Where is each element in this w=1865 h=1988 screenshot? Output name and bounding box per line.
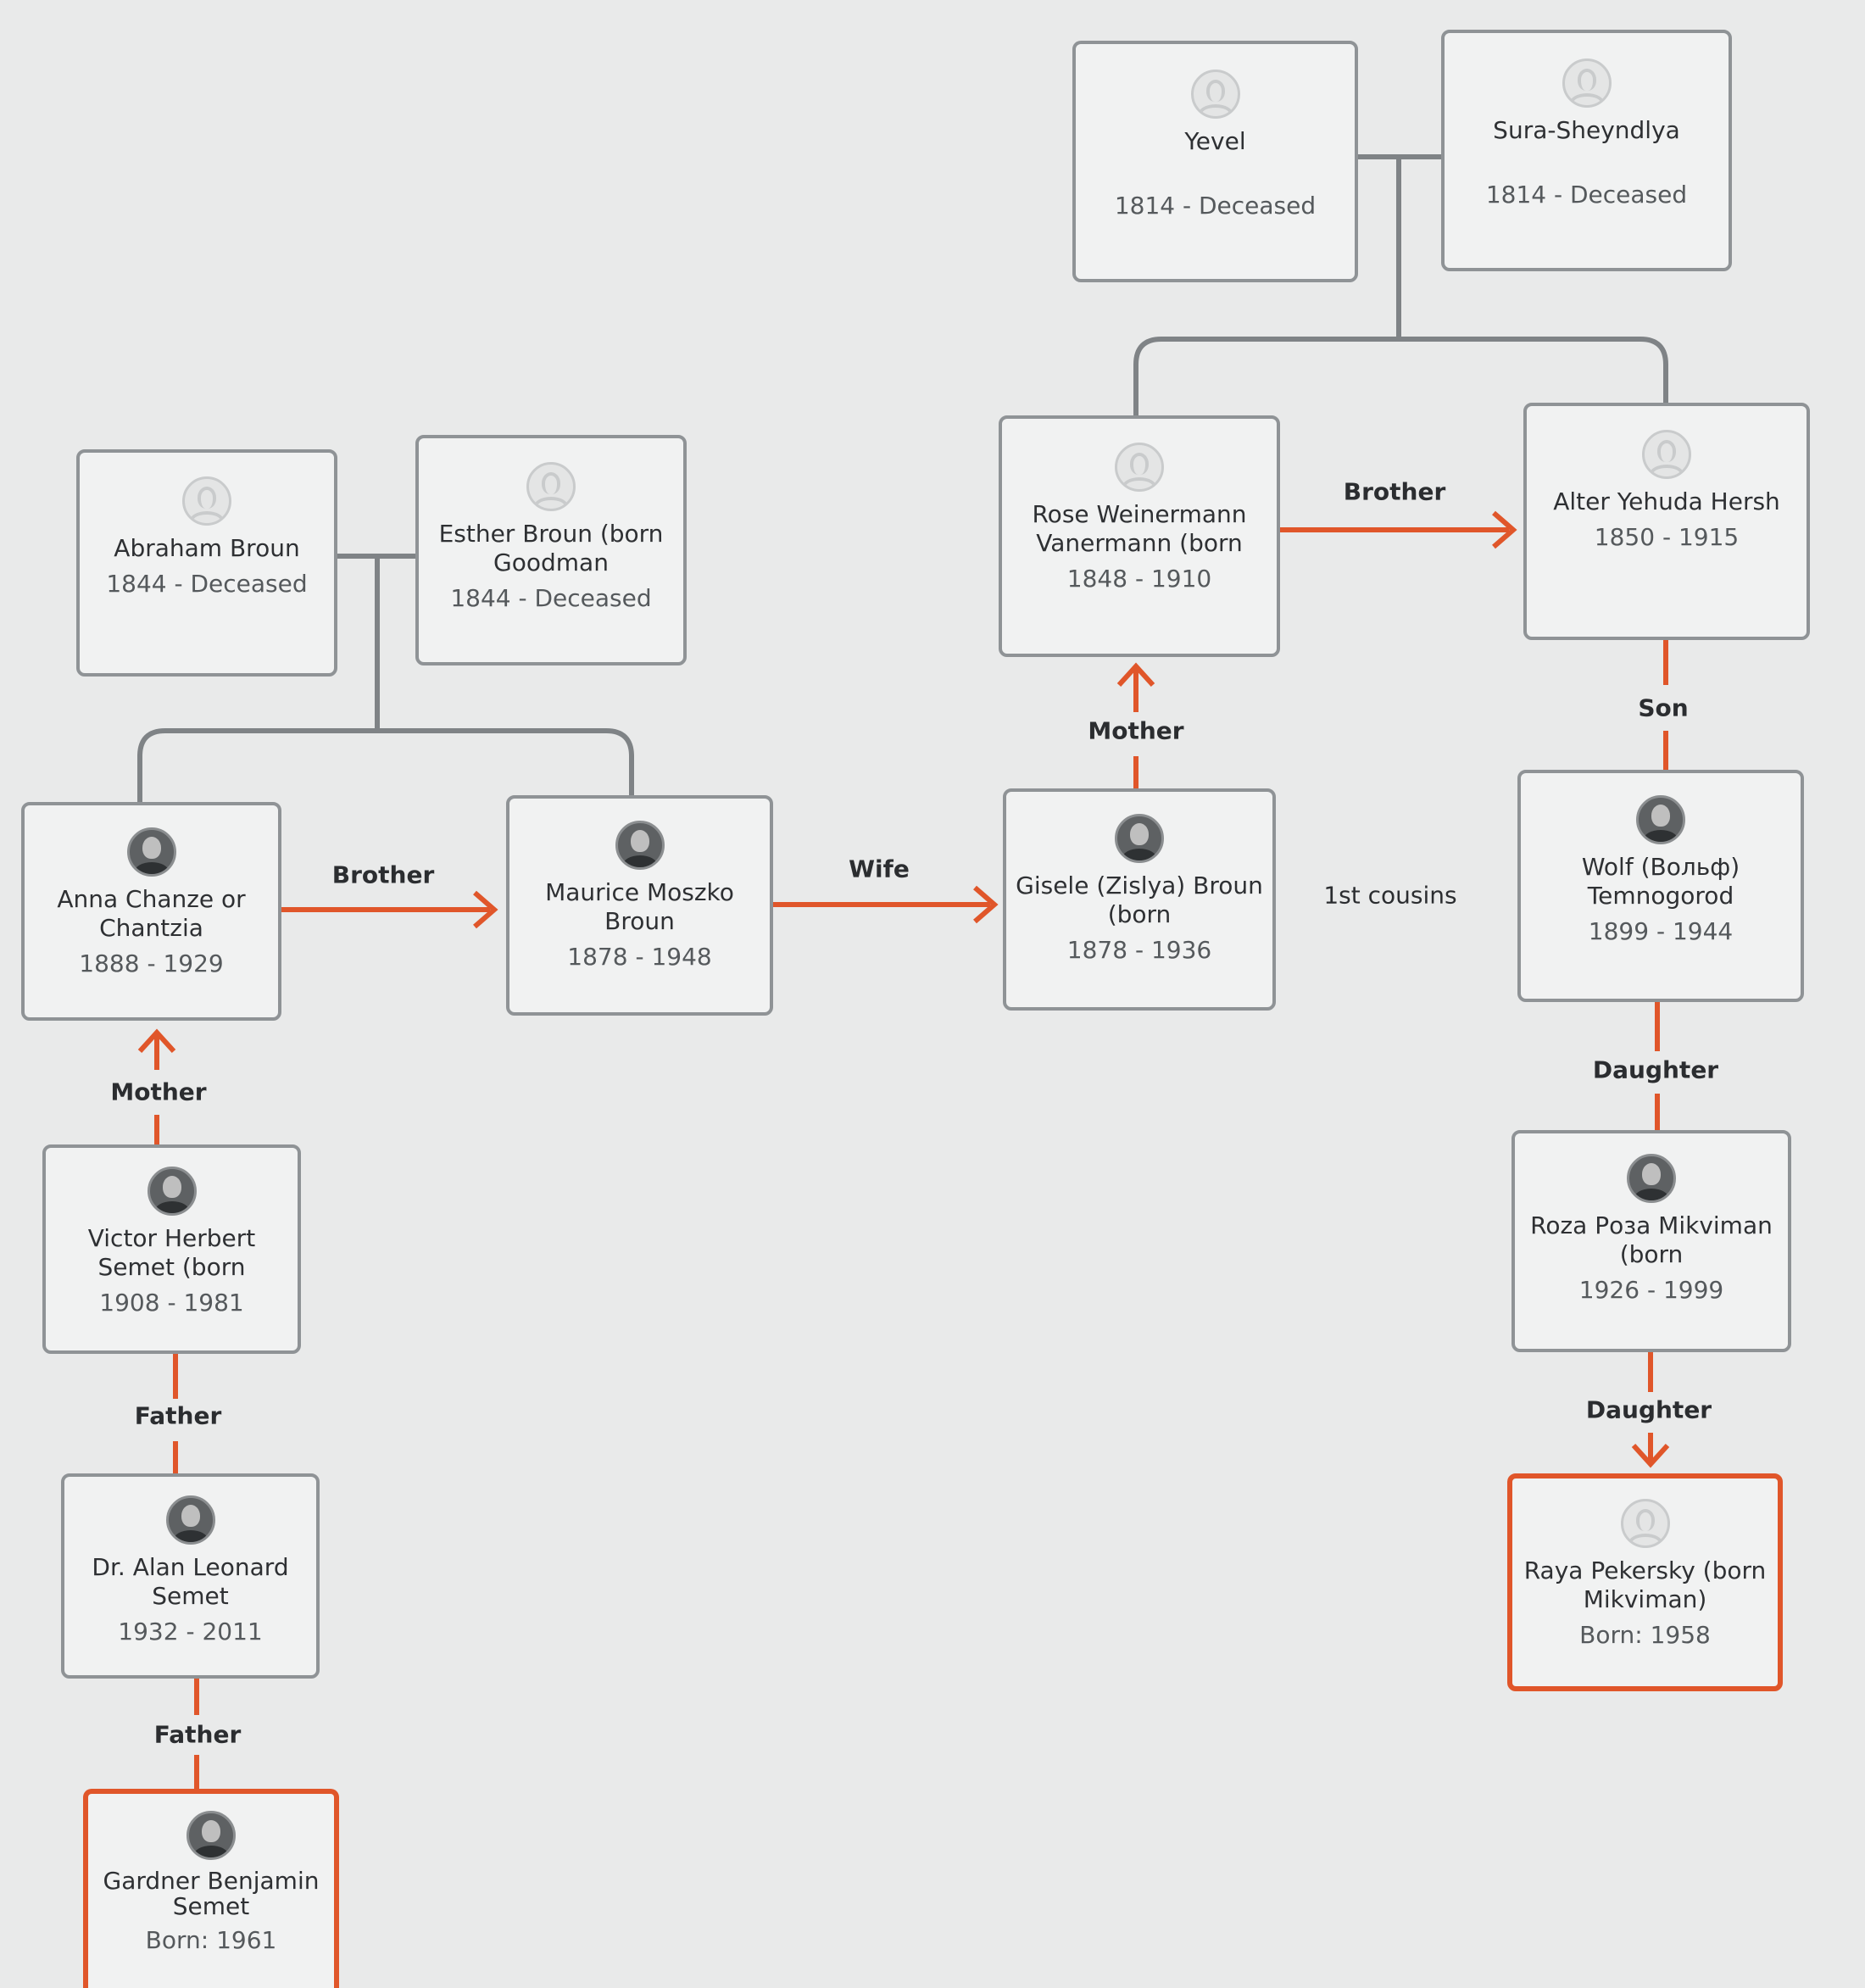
avatar-photo-icon [1115,814,1164,863]
person-dates: 1844 - Deceased [450,584,652,612]
avatar-photo-icon [1627,1154,1676,1203]
person-card-alan-leonard-semet[interactable]: Dr. Alan Leonard Semet 1932 - 2011 [61,1473,320,1679]
avatar-placeholder-icon [1562,58,1612,108]
family-connectors [137,154,1668,802]
avatar-photo-icon [615,821,665,870]
avatar-photo-icon [147,1167,197,1216]
person-dates: 1888 - 1929 [79,949,224,977]
person-name: Rose Weinermann Vanermann (born [1032,500,1247,557]
person-card-esther-broun[interactable]: Esther Broun (born Goodman 1844 - Deceas… [415,435,687,665]
sibling-bar-rose-alter [1133,337,1668,415]
person-name: Esther Broun (born Goodman [438,520,664,576]
avatar-placeholder-icon [1190,70,1240,119]
person-dates: Born: 1961 [145,1926,277,1954]
relation-label-daughter: Daughter [1585,1395,1712,1424]
person-name: Raya Pekersky (born Mikviman) [1523,1556,1767,1613]
rel-arrow-rose-alter [1492,510,1517,549]
person-dates: 1926 - 1999 [1578,1276,1724,1304]
person-card-sura-sheyndlya[interactable]: Sura-Sheyndlya 1814 - Deceased [1441,30,1732,271]
person-card-victor-herbert-semet[interactable]: Victor Herbert Semet (born 1908 - 1981 [42,1144,301,1354]
relation-label-brother: Brother [1343,477,1446,506]
person-card-maurice-moszko-broun[interactable]: Maurice Moszko Broun 1878 - 1948 [506,795,773,1016]
person-card-gardner-benjamin-semet[interactable]: Gardner Benjamin Semet Born: 1961 [83,1789,339,1988]
person-name: Roza Роза Mikviman (born [1530,1211,1773,1268]
person-dates: 1932 - 2011 [118,1618,263,1646]
person-card-anna-chanze[interactable]: Anna Chanze or Chantzia 1888 - 1929 [21,802,281,1021]
person-name: Anna Chanze or Chantzia [57,885,246,942]
person-card-abraham-broun[interactable]: Abraham Broun 1844 - Deceased [76,449,337,677]
person-card-gisele-broun[interactable]: Gisele (Zislya) Broun (born 1878 - 1936 [1003,788,1276,1011]
person-name: Abraham Broun [114,534,300,562]
person-dates: 1814 - Deceased [1485,181,1688,209]
person-name: Alter Yehuda Hersh [1553,487,1780,515]
person-name: Sura-Sheyndlya [1493,116,1680,144]
person-card-alter-yehuda-hersh[interactable]: Alter Yehuda Hersh 1850 - 1915 [1523,403,1810,640]
person-dates: 1844 - Deceased [106,570,308,598]
avatar-placeholder-icon [526,462,576,511]
person-name: Gisele (Zislya) Broun (born [1016,871,1263,928]
avatar-photo-icon [165,1495,215,1545]
avatar-photo-icon [186,1811,236,1860]
person-name: Dr. Alan Leonard Semet [92,1553,289,1610]
person-name: Wolf (Вольф) Temnogorod [1581,853,1740,910]
relation-label-father: Father [134,1401,222,1430]
relation-label-daughter: Daughter [1592,1055,1719,1084]
rel-arrow-roza-raya [1631,1443,1670,1468]
avatar-placeholder-icon [1620,1499,1670,1548]
relation-label-wife: Wife [849,855,910,883]
person-name: Gardner Benjamin Semet [103,1867,320,1920]
person-card-roza-mikviman[interactable]: Roza Роза Mikviman (born 1926 - 1999 [1511,1130,1791,1352]
avatar-photo-icon [126,827,176,877]
person-dates: Born: 1958 [1579,1621,1711,1649]
avatar-placeholder-icon [182,476,231,526]
person-name: Maurice Moszko Broun [545,878,734,935]
relation-label-son: Son [1638,693,1689,722]
person-dates: 1848 - 1910 [1066,565,1212,593]
relation-label-1st-cousins: 1st cousins [1323,881,1457,910]
rel-arrow-maurice-gisele [973,885,999,924]
rel-arrow-victor-anna [137,1028,176,1054]
person-dates: 1899 - 1944 [1588,917,1734,945]
relation-label-mother: Mother [1088,716,1184,745]
person-card-wolf-temnogorod[interactable]: Wolf (Вольф) Temnogorod 1899 - 1944 [1517,770,1804,1002]
avatar-placeholder-icon [1642,430,1691,479]
person-card-yevel[interactable]: Yevel 1814 - Deceased [1072,41,1358,282]
relation-label-mother: Mother [110,1078,207,1106]
person-card-rose-weinermann[interactable]: Rose Weinermann Vanermann (born 1848 - 1… [999,415,1280,657]
person-dates: 1850 - 1915 [1594,523,1740,551]
person-card-raya-pekersky[interactable]: Raya Pekersky (born Mikviman) Born: 1958 [1507,1473,1783,1691]
relationship-path [137,510,1670,1789]
person-name: Yevel [1184,127,1246,155]
avatar-photo-icon [1636,795,1685,844]
person-name: Victor Herbert Semet (born [87,1224,256,1281]
person-dates: 1878 - 1936 [1066,936,1212,964]
person-dates: 1908 - 1981 [99,1289,244,1317]
rel-arrow-anna-maurice [473,890,498,929]
sibling-bar-anna-maurice [137,728,634,802]
avatar-placeholder-icon [1115,443,1164,492]
rel-arrow-gisele-rose [1116,662,1155,688]
person-dates: 1878 - 1948 [567,943,712,971]
relation-label-brother: Brother [331,860,435,889]
relation-label-father: Father [153,1720,242,1749]
person-dates: 1814 - Deceased [1114,192,1317,220]
